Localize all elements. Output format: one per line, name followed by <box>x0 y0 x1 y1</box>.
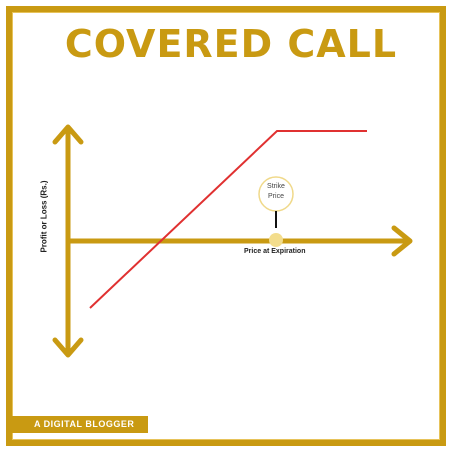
x-axis-arrow-right-icon <box>391 225 413 257</box>
page-title: COVERED CALL <box>64 22 398 66</box>
y-axis-arrow-up-icon <box>52 124 84 145</box>
y-axis-label: Profit or Loss (Rs.) <box>39 180 49 253</box>
strike-price-label: Strike Price <box>267 183 285 200</box>
x-axis-label: Price at Expiration <box>244 248 306 255</box>
strike-point <box>269 233 283 247</box>
gold-border-frame <box>6 6 446 446</box>
footer-badge: A DIGITAL BLOGGER <box>12 416 149 433</box>
payoff-line <box>89 130 367 309</box>
y-axis-arrow-down-icon <box>52 337 84 358</box>
